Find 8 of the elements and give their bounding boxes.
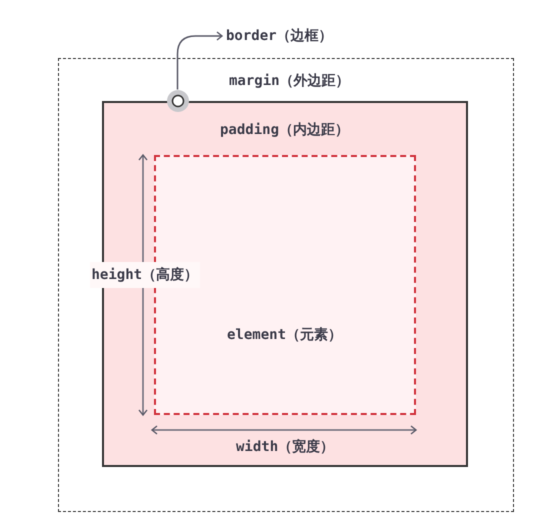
leader-line xyxy=(176,31,223,90)
box-label: margin（外边距） xyxy=(229,72,350,90)
box-label: element（元素） xyxy=(227,326,342,344)
callout-label: border（边框） xyxy=(226,26,333,46)
box-label: padding（内边距） xyxy=(220,120,350,140)
margin-box xyxy=(58,58,514,512)
dimension-label: height（高度） xyxy=(90,262,200,288)
anchor-point xyxy=(166,90,188,112)
